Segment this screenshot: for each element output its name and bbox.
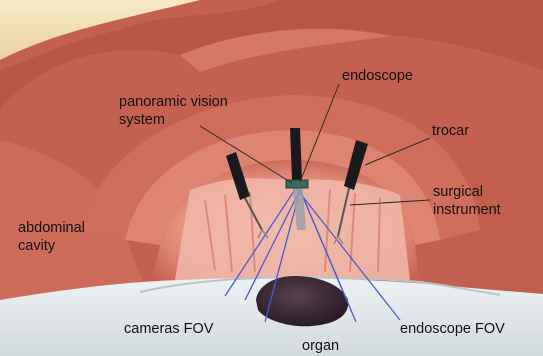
label-panoramic-line1: panoramic vision	[119, 94, 228, 110]
label-surgical-line2: instrument	[433, 202, 501, 218]
label-endoscope-fov: endoscope FOV	[400, 321, 505, 337]
label-endoscope: endoscope	[342, 68, 413, 84]
label-panoramic-line2: system	[119, 112, 165, 128]
label-abdominal-line1: abdominal	[18, 220, 85, 236]
label-trocar: trocar	[432, 123, 469, 139]
label-cameras-fov: cameras FOV	[124, 321, 214, 337]
label-organ: organ	[302, 338, 339, 354]
label-abdominal-line2: cavity	[18, 238, 56, 254]
label-surgical-line1: surgical	[433, 184, 483, 200]
